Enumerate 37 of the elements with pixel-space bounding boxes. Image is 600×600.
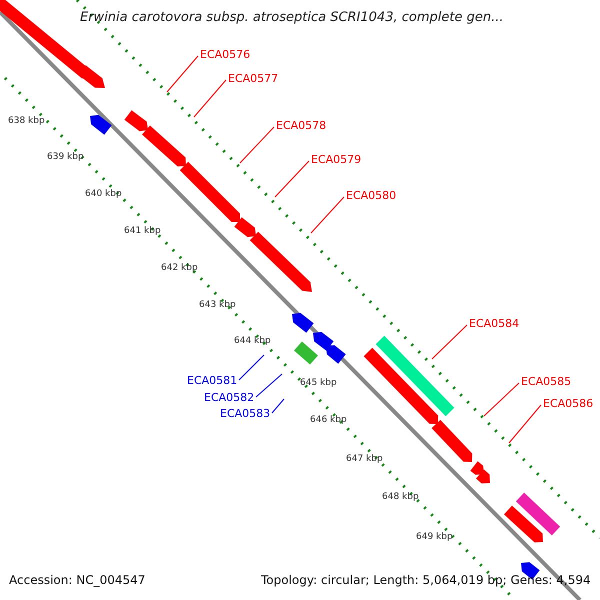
scale-label: 648 kbp	[382, 492, 419, 502]
leader-line	[166, 56, 198, 92]
leader-line	[194, 80, 226, 118]
leader-line	[256, 374, 282, 398]
title: Erwinia carotovora subsp. atroseptica SCRI1043, complete gen...	[80, 10, 504, 25]
accession-text: Accession: NC_004547	[9, 573, 146, 587]
leader-line	[310, 196, 344, 234]
leader-line	[432, 324, 468, 360]
gene-label: ECA0576	[200, 48, 250, 61]
scale-label: 645 kbp	[300, 378, 337, 388]
gene-label: ECA0578	[276, 119, 326, 132]
gene-label: ECA0586	[543, 397, 594, 410]
leader-line	[240, 126, 274, 164]
leader-line	[508, 404, 542, 444]
gene-label: ECA0583	[220, 407, 270, 420]
scale-label: 641 kbp	[124, 226, 161, 236]
gene-label: ECA0582	[204, 391, 254, 404]
gene-label: ECA0577	[228, 72, 278, 85]
scale-label: 643 kbp	[199, 300, 236, 310]
gene-label: ECA0580	[346, 189, 396, 202]
scale-label: 646 kbp	[310, 415, 347, 425]
scale-label: 647 kbp	[346, 454, 383, 464]
scale-label: 639 kbp	[47, 152, 84, 162]
genome-info-text: Topology: circular; Length: 5,064,019 bp; Genes: 4,594	[261, 573, 591, 587]
scale-label: 642 kbp	[161, 263, 198, 273]
gene-label: ECA0579	[311, 153, 362, 166]
scale-label: 644 kbp	[234, 336, 271, 346]
gene-label: ECA0585	[521, 375, 572, 388]
gene-label: ECA0581	[187, 374, 238, 387]
leader-line	[272, 398, 284, 414]
scale-label: 638 kbp	[8, 116, 45, 126]
leader-line	[274, 160, 310, 198]
leader-line	[484, 382, 520, 416]
scale-label: 640 kbp	[85, 189, 122, 199]
leader-line	[238, 354, 264, 380]
gene-label: ECA0584	[469, 317, 520, 330]
scale-label: 649 kbp	[416, 532, 453, 542]
